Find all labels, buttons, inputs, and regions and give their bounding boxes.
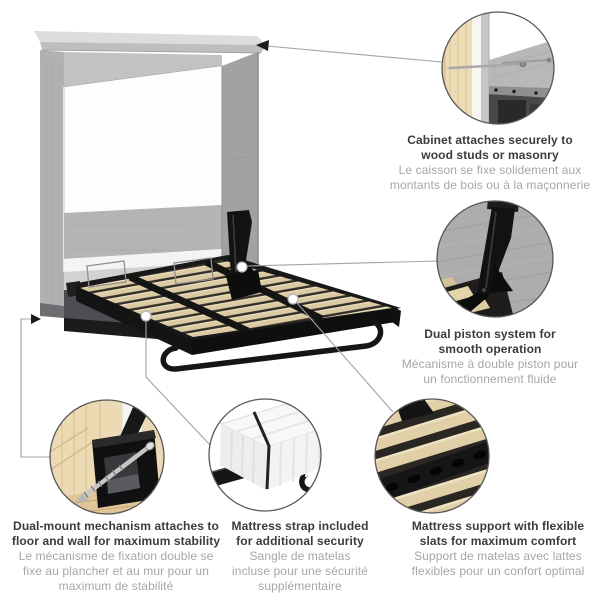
bed-leg-bar: [160, 318, 384, 372]
leader-line-strap: [145, 321, 212, 447]
slat-holders: [385, 450, 487, 492]
callout-title-line: Dual piston system for: [424, 327, 556, 341]
crown-molding: [34, 31, 266, 45]
leader-lines: [20, 45, 442, 458]
callout-title-line: Dual-mount mechanism attaches to: [13, 519, 219, 533]
leader-line-piston: [246, 260, 439, 267]
callout-subtitle-line: Le mécanisme de fixation double se: [18, 549, 214, 563]
callout-title-line: Mattress support with flexible: [411, 519, 585, 533]
callout-subtitle-line: Mécanisme à double piston pour: [401, 357, 579, 371]
center-rail: [128, 273, 250, 335]
leader-line-slats: [296, 302, 394, 413]
callout-title-line: wood studs or masonry: [421, 148, 559, 162]
marker-dots: [140, 261, 299, 322]
mattress-strap: [252, 411, 271, 490]
piston-mechanism: [226, 210, 262, 300]
marker-dot-slats: [287, 293, 299, 305]
callout-subtitle-line: un fonctionnement fluide: [423, 372, 557, 386]
callout-subtitle-line: montants de bois ou à la maçonnerie: [389, 178, 591, 192]
callout-subtitle-line: Sangle de matelas: [249, 549, 351, 563]
callout-subtitle-line: Support de matelas avec lattes: [414, 549, 582, 563]
callout-subtitle-line: supplémentaire: [258, 579, 342, 593]
callout-subtitle-line: flexibles pour un confort optimal: [411, 564, 585, 578]
strap-wire-bracket: [173, 257, 214, 285]
callout-title-line: smooth operation: [438, 342, 542, 356]
detail-circle-mattress-strap: [208, 398, 322, 512]
callout-subtitle-line: incluse pour une sécurité: [232, 564, 368, 578]
callout-title-line: floor and wall for maximum stability: [11, 534, 221, 548]
callout-title-line: Cabinet attaches securely to: [407, 133, 573, 147]
callout-text-flexible-slats: Mattress support with flexible slats for…: [412, 519, 585, 579]
leader-line-dual-mount: [20, 318, 50, 458]
detail-circle-flexible-slats: [374, 398, 490, 514]
lag-screw: [74, 441, 155, 503]
callout-text-mattress-strap: Mattress strap included for additional s…: [231, 519, 368, 594]
marker-dot-rail: [140, 310, 152, 322]
leader-line-cabinet: [266, 45, 442, 63]
arrowhead-base: [31, 314, 41, 324]
detail-circle-piston: [436, 200, 554, 318]
callout-title-line: slats for maximum comfort: [419, 534, 577, 548]
callout-text-cabinet-attachment: Cabinet attaches securely to wood studs …: [390, 133, 590, 193]
bed-back-panel: [64, 205, 222, 259]
callout-title-line: Mattress strap included: [231, 519, 369, 533]
callout-subtitle-line: Le caisson se fixe solidement aux: [398, 163, 582, 177]
callout-subtitle-line: fixe au plancher et au mur pour un: [22, 564, 210, 578]
callout-title-line: for additional security: [236, 534, 364, 548]
callout-text-dual-piston: Dual piston system for smooth operation …: [402, 327, 578, 387]
callout-text-dual-mount: Dual-mount mechanism attaches to floor a…: [12, 519, 220, 594]
strap-wire-bracket: [86, 260, 127, 288]
mattress: [219, 403, 321, 491]
detail-circle-cabinet-mount: [441, 11, 555, 125]
callout-subtitle-line: maximum de stabilité: [58, 579, 174, 593]
mounting-screws: [446, 57, 552, 95]
cabinet-header: [64, 52, 222, 87]
cabinet-left-panel: [40, 50, 64, 318]
detail-circle-dual-mount: [49, 399, 165, 515]
marker-dot-piston: [236, 261, 248, 273]
arrowhead-crown: [256, 40, 269, 51]
cabinet-interior-back: [64, 66, 222, 213]
